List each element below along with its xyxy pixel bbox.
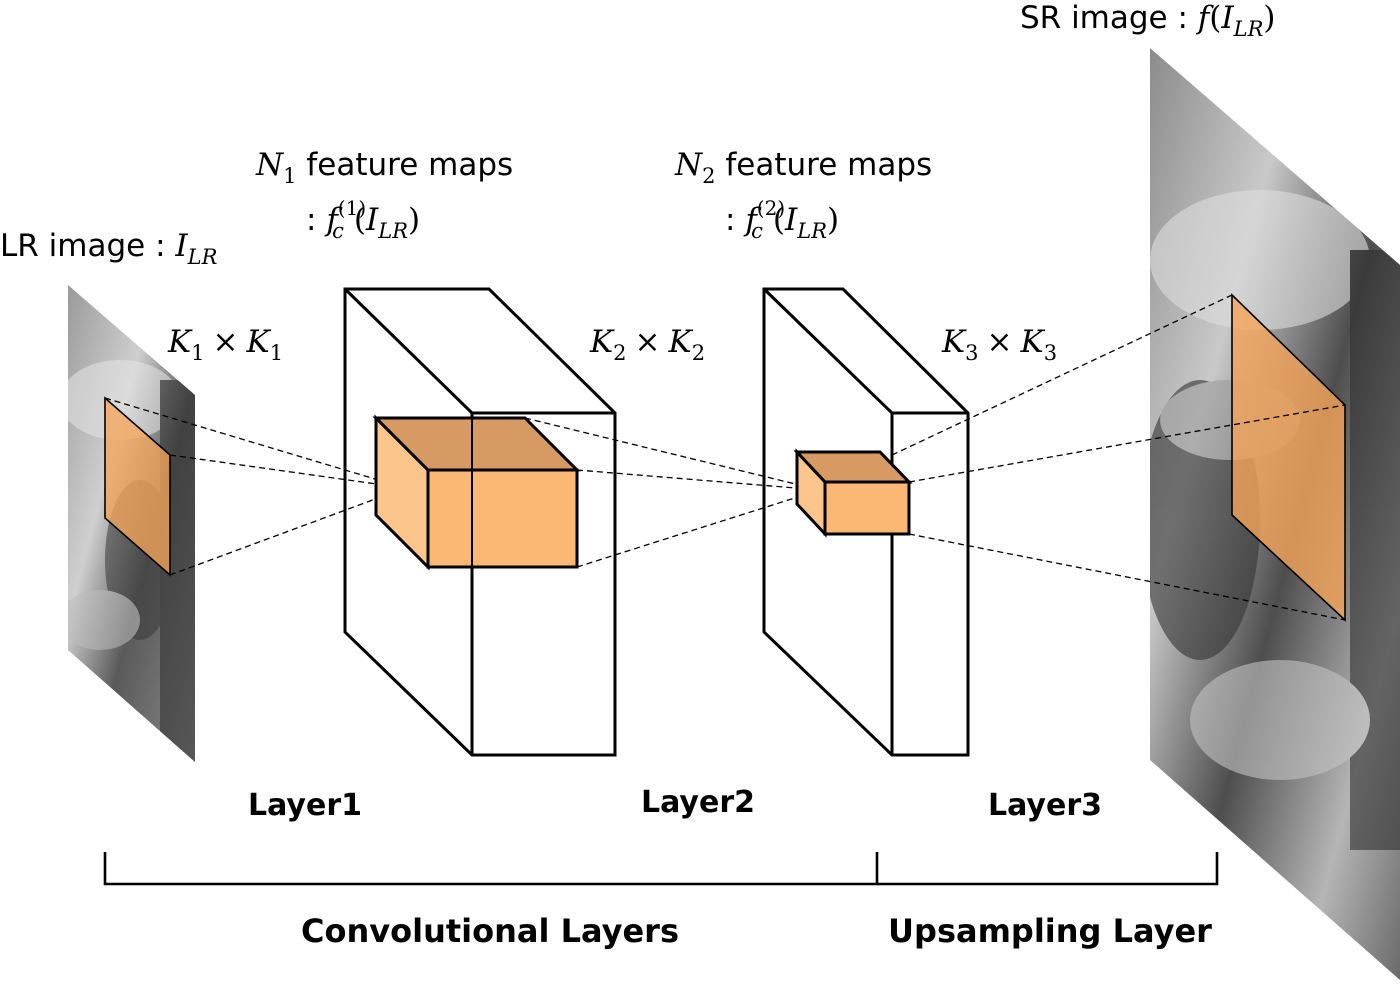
kernel-size-3-label: K3×K3 [941, 324, 1057, 365]
upsampling-layer-bracket [877, 852, 1219, 886]
kernel-size-2-label: K2×K2 [589, 324, 705, 365]
n2-feature-maps-label: N2 feature maps [674, 147, 932, 188]
n1-feature-maps-label: N1 feature maps [255, 147, 513, 188]
sr-image-label: SR image : f(ILR) [1020, 0, 1276, 41]
projection-lines-1 [104, 397, 406, 576]
conv-layers-label: Convolutional Layers [301, 912, 679, 950]
lr-image [68, 285, 195, 762]
projection-lines-3 [891, 294, 1346, 621]
kernel-size-1-label: K1×K1 [167, 324, 283, 365]
conv-layers-bracket [103, 852, 879, 886]
layer3-label: Layer3 [988, 788, 1102, 823]
kernel-cube-2 [793, 448, 913, 538]
n2-function-label: : f(2)c(ILR) [725, 196, 839, 243]
projection-lines-2 [524, 417, 821, 568]
n1-function-label: : f(1)c(ILR) [306, 196, 420, 243]
lr-image-label: LR image : ILR [0, 228, 218, 269]
layer2-label: Layer2 [641, 785, 755, 820]
layer1-label: Layer1 [248, 788, 362, 823]
upsampling-layer-label: Upsampling Layer [888, 912, 1212, 950]
kernel-cube-1 [372, 414, 581, 571]
sr-image [1150, 48, 1400, 980]
